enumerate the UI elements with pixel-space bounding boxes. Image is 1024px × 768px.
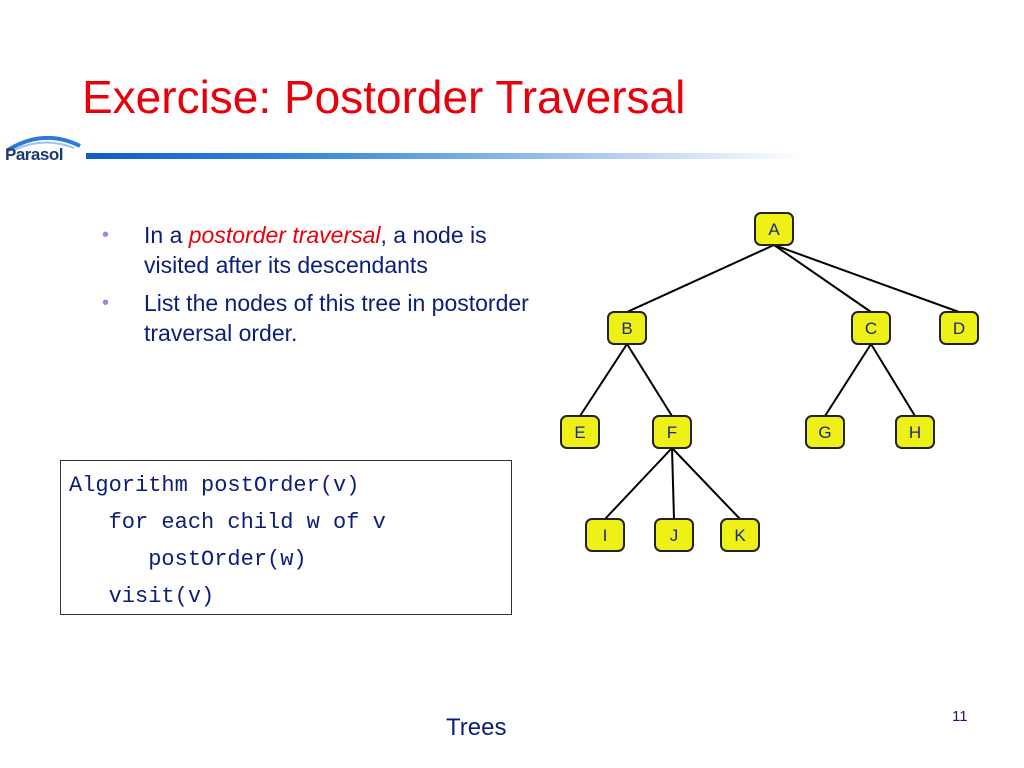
bullet-list: • In a postorder traversal, a node is vi… <box>100 220 550 356</box>
tree-node-box <box>585 518 625 552</box>
tree-node-box <box>895 415 935 449</box>
logo-text: Parasol <box>5 145 63 164</box>
footer-text: Trees <box>446 714 507 741</box>
tree-node-box <box>652 415 692 449</box>
tree-edge-b-f <box>626 343 673 417</box>
bullet-prefix: In a <box>144 222 189 248</box>
bullet-suffix: , a node is visited after its descendant… <box>144 222 487 278</box>
parasol-logo: Parasol <box>4 128 84 172</box>
tree-node-box <box>754 212 794 246</box>
algorithm-line: visit(v) <box>69 584 215 609</box>
tree-node-label: E <box>574 423 585 442</box>
bullet-text: List the nodes of this tree in postorder… <box>144 290 529 346</box>
tree-node-box <box>720 518 760 552</box>
tree-edge-a-c <box>773 244 872 313</box>
tree-node-b: B <box>607 311 647 345</box>
algorithm-line: Algorithm postOrder(v) <box>69 473 360 498</box>
tree-node-box <box>805 415 845 449</box>
tree-node-label: H <box>909 423 921 442</box>
tree-node-box <box>939 311 979 345</box>
tree-node-h: H <box>895 415 935 449</box>
tree-edge-a-b <box>626 244 775 313</box>
tree-node-label: D <box>953 319 965 338</box>
tree-node-a: A <box>754 212 794 246</box>
tree-node-g: G <box>805 415 845 449</box>
bullet-dot-icon: • <box>102 224 110 246</box>
tree-edge-f-j <box>671 447 675 520</box>
tree-node-k: K <box>720 518 760 552</box>
tree-node-box <box>560 415 600 449</box>
tree-node-label: K <box>734 526 746 545</box>
tree-node-d: D <box>939 311 979 345</box>
tree-node-label: F <box>667 423 677 442</box>
algorithm-line: for each child w of v <box>69 510 386 535</box>
tree-node-label: I <box>603 526 608 545</box>
bullet-item: • List the nodes of this tree in postord… <box>100 288 550 348</box>
tree-node-i: I <box>585 518 625 552</box>
tree-node-box <box>607 311 647 345</box>
tree-node-label: G <box>818 423 831 442</box>
tree-node-label: C <box>865 319 877 338</box>
slide-title: Exercise: Postorder Traversal <box>82 71 686 123</box>
algorithm-line: postOrder(w) <box>69 547 307 572</box>
tree-node-c: C <box>851 311 891 345</box>
tree-node-label: J <box>670 526 679 545</box>
tree-node-label: A <box>768 220 780 239</box>
page-number: 11 <box>952 708 968 725</box>
tree-node-f: F <box>652 415 692 449</box>
logo-arc-icon <box>6 135 81 152</box>
tree-edge-b-e <box>579 343 628 417</box>
tree-edge-a-d <box>773 244 960 313</box>
tree-edge-c-h <box>870 343 916 417</box>
tree-edge-c-g <box>824 343 872 417</box>
tree-node-j: J <box>654 518 694 552</box>
tree-node-box <box>654 518 694 552</box>
tree-edge-f-i <box>604 447 673 520</box>
tree-node-label: B <box>621 319 632 338</box>
tree-edge-f-k <box>671 447 741 520</box>
tree-node-e: E <box>560 415 600 449</box>
title-divider <box>86 153 802 159</box>
tree-node-box <box>851 311 891 345</box>
algorithm-box: Algorithm postOrder(v) for each child w … <box>60 460 512 615</box>
bullet-dot-icon: • <box>102 292 110 314</box>
bullet-emphasis: postorder traversal <box>188 222 381 248</box>
bullet-item: • In a postorder traversal, a node is vi… <box>100 220 550 280</box>
